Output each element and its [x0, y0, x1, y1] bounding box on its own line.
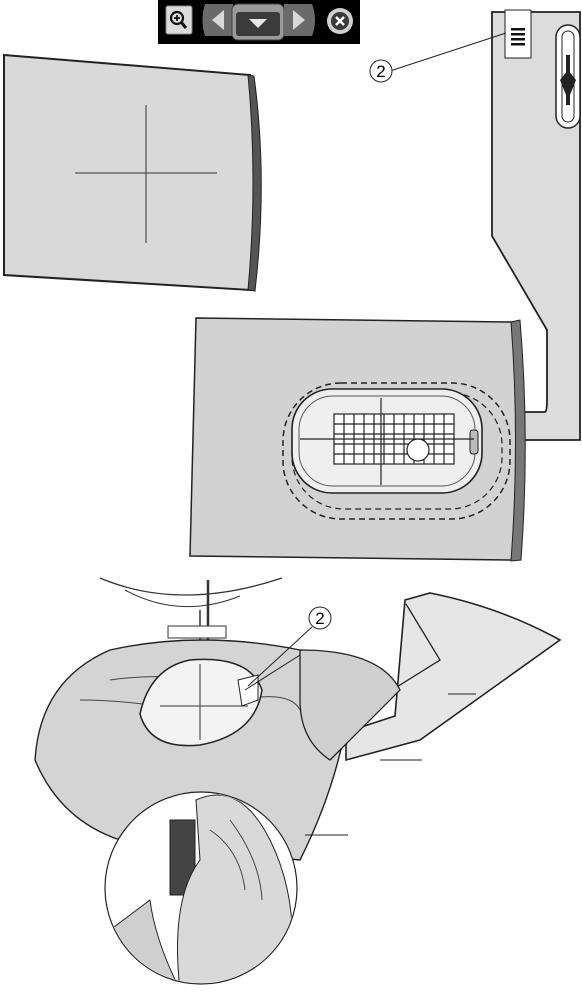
next-button[interactable]	[284, 4, 315, 36]
zoom-in-button[interactable]	[166, 6, 192, 34]
callout-label-bottom: 2	[315, 609, 324, 628]
viewer-toolbar	[158, 0, 360, 44]
machine-attachment-scene	[35, 578, 560, 860]
callout-2-top: 2	[370, 33, 506, 82]
close-button[interactable]	[327, 8, 353, 34]
fabric-with-centerline-cross	[4, 55, 261, 291]
callout-label-top: 2	[376, 62, 385, 81]
magnified-detail-circle	[105, 792, 297, 990]
menu-dropdown-button[interactable]	[232, 4, 284, 40]
previous-button[interactable]	[203, 4, 234, 36]
arm-knob	[556, 25, 580, 128]
fabric-in-hoop	[190, 318, 525, 561]
arm-slot	[505, 10, 531, 58]
